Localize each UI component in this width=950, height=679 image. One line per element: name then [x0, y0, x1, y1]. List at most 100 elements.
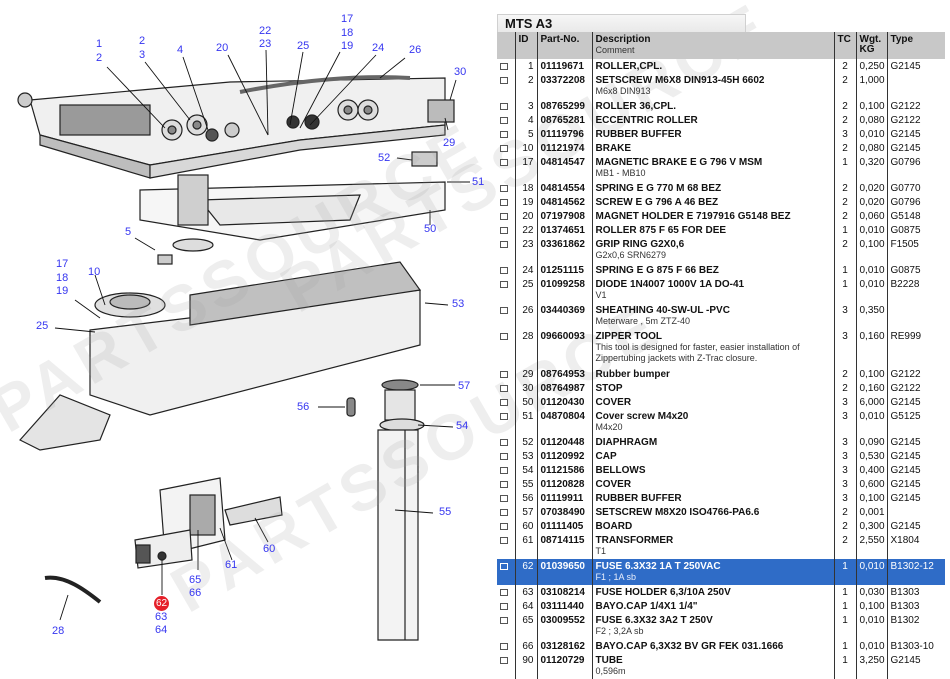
table-row[interactable]: 64 03111440 BAYO.CAP 1/4X1 1/4" 1 0,100 …: [497, 599, 945, 613]
callout-61[interactable]: 61: [225, 559, 238, 571]
row-checkbox[interactable]: [500, 371, 508, 379]
row-checkbox[interactable]: [500, 413, 508, 421]
table-row[interactable]: 66 03128162 BAYO.CAP 6,3X32 BV GR FEK 03…: [497, 639, 945, 653]
table-row-selected[interactable]: 62 01039650 FUSE 6.3X32 1A T 250VAC F1 ;…: [497, 559, 945, 585]
row-checkbox[interactable]: [500, 213, 508, 221]
row-checkbox[interactable]: [500, 643, 508, 651]
row-checkbox[interactable]: [500, 657, 508, 665]
table-row[interactable]: 55 01120828 COVER 3 0,600 G2145: [497, 477, 945, 491]
table-row[interactable]: 29 08764953 Rubber bumper 2 0,100 G2122: [497, 367, 945, 381]
row-checkbox[interactable]: [500, 481, 508, 489]
row-checkbox[interactable]: [500, 509, 508, 517]
table-row[interactable]: 30 08764987 STOP 2 0,160 G2122: [497, 381, 945, 395]
row-checkbox[interactable]: [500, 145, 508, 153]
col-header-weight[interactable]: Wgt. KG: [855, 32, 887, 59]
table-row[interactable]: 20 07197908 MAGNET HOLDER E 7197916 G514…: [497, 209, 945, 223]
row-checkbox[interactable]: [500, 495, 508, 503]
callout-18[interactable]: 18: [341, 27, 354, 39]
callout-17[interactable]: 17: [341, 13, 354, 25]
table-row[interactable]: 65 03009552 FUSE 6.3X32 3A2 T 250V F2 ; …: [497, 613, 945, 639]
callout-2[interactable]: 2: [96, 52, 103, 64]
callout-64[interactable]: 64: [155, 624, 168, 636]
callout-18[interactable]: 18: [56, 272, 69, 284]
callout-66[interactable]: 66: [189, 587, 202, 599]
callout-17[interactable]: 17: [56, 258, 69, 270]
row-checkbox[interactable]: [500, 467, 508, 475]
col-header-part-no[interactable]: Part-No.: [536, 32, 592, 59]
callout-26[interactable]: 26: [409, 44, 422, 56]
table-row[interactable]: 61 08714115 TRANSFORMER T1 2 2,550 X1804: [497, 533, 945, 559]
callout-25[interactable]: 25: [36, 320, 49, 332]
callout-24[interactable]: 24: [372, 42, 385, 54]
row-checkbox[interactable]: [500, 603, 508, 611]
callout-10[interactable]: 10: [88, 266, 101, 278]
callout-65[interactable]: 65: [189, 574, 202, 586]
callout-30[interactable]: 30: [454, 66, 467, 78]
row-checkbox[interactable]: [500, 589, 508, 597]
callout-52[interactable]: 52: [378, 152, 391, 164]
table-row[interactable]: 4 08765281 ECCENTRIC ROLLER 2 0,080 G212…: [497, 113, 945, 127]
callout-25[interactable]: 25: [297, 40, 310, 52]
col-header-type[interactable]: Type: [886, 32, 945, 59]
table-row[interactable]: 17 04814547 MAGNETIC BRAKE E G 796 V MSM…: [497, 155, 945, 181]
callout-60[interactable]: 60: [263, 543, 276, 555]
row-checkbox[interactable]: [500, 199, 508, 207]
table-row[interactable]: 10 01121974 BRAKE 2 0,080 G2145: [497, 141, 945, 155]
table-row[interactable]: 53 01120992 CAP 3 0,530 G2145: [497, 449, 945, 463]
callout-19[interactable]: 19: [341, 40, 354, 52]
callout-2[interactable]: 2: [139, 35, 146, 47]
row-checkbox[interactable]: [500, 523, 508, 531]
callout-3[interactable]: 3: [139, 49, 146, 61]
table-row[interactable]: 60 01111405 BOARD 2 0,300 G2145: [497, 519, 945, 533]
table-row[interactable]: 3 08765299 ROLLER 36,CPL. 2 0,100 G2122: [497, 99, 945, 113]
callout-55[interactable]: 55: [439, 506, 452, 518]
table-row[interactable]: 51 04870804 Cover screw M4x20 M4x20 3 0,…: [497, 409, 945, 435]
callout-5[interactable]: 5: [125, 226, 132, 238]
table-row[interactable]: 5 01119796 RUBBER BUFFER 3 0,010 G2145: [497, 127, 945, 141]
row-checkbox[interactable]: [500, 267, 508, 275]
callout-20[interactable]: 20: [216, 42, 229, 54]
table-row[interactable]: 23 03361862 GRIP RING G2X0,6 G2x0,6 SRN6…: [497, 237, 945, 263]
row-checkbox[interactable]: [500, 563, 508, 571]
callout-1[interactable]: 1: [96, 38, 103, 50]
table-row[interactable]: 90 01120729 TUBE 0,596m 1 3,250 G2145: [497, 653, 945, 679]
table-row[interactable]: 52 01120448 DIAPHRAGM 3 0,090 G2145: [497, 435, 945, 449]
row-checkbox[interactable]: [500, 399, 508, 407]
row-checkbox[interactable]: [500, 77, 508, 85]
table-row[interactable]: 63 03108214 FUSE HOLDER 6,3/10A 250V 1 0…: [497, 585, 945, 599]
row-checkbox[interactable]: [500, 159, 508, 167]
table-row[interactable]: 57 07038490 SETSCREW M8X20 ISO4766-PA6.6…: [497, 505, 945, 519]
row-checkbox[interactable]: [500, 439, 508, 447]
row-checkbox[interactable]: [500, 453, 508, 461]
table-row[interactable]: 26 03440369 SHEATHING 40-SW-UL -PVC Mete…: [497, 303, 945, 329]
row-checkbox[interactable]: [500, 333, 508, 341]
table-row[interactable]: 18 04814554 SPRING E G 770 M 68 BEZ 2 0,…: [497, 181, 945, 195]
callout-22[interactable]: 22: [259, 25, 272, 37]
table-row[interactable]: 54 01121586 BELLOWS 3 0,400 G2145: [497, 463, 945, 477]
callout-63[interactable]: 63: [155, 611, 168, 623]
table-row[interactable]: 56 01119911 RUBBER BUFFER 3 0,100 G2145: [497, 491, 945, 505]
table-row[interactable]: 50 01120430 COVER 3 6,000 G2145: [497, 395, 945, 409]
row-checkbox[interactable]: [500, 63, 508, 71]
callout-53[interactable]: 53: [452, 298, 465, 310]
callout-28[interactable]: 28: [52, 625, 65, 637]
col-header-id[interactable]: ID: [514, 32, 537, 59]
callout-54[interactable]: 54: [456, 420, 469, 432]
table-row[interactable]: 22 01374651 ROLLER 875 F 65 FOR DEE 1 0,…: [497, 223, 945, 237]
row-checkbox[interactable]: [500, 227, 508, 235]
callout-23[interactable]: 23: [259, 38, 272, 50]
row-checkbox[interactable]: [500, 117, 508, 125]
row-checkbox[interactable]: [500, 185, 508, 193]
callout-56[interactable]: 56: [297, 401, 310, 413]
callout-4[interactable]: 4: [177, 44, 184, 56]
row-checkbox[interactable]: [500, 103, 508, 111]
callout-19[interactable]: 19: [56, 285, 69, 297]
table-row[interactable]: 1 01119671 ROLLER,CPL. 2 0,250 G2145: [497, 59, 945, 73]
callout-50[interactable]: 50: [424, 223, 437, 235]
callout-62-selected[interactable]: 62: [154, 596, 169, 611]
row-checkbox[interactable]: [500, 617, 508, 625]
table-row[interactable]: 24 01251115 SPRING E G 875 F 66 BEZ 1 0,…: [497, 263, 945, 277]
row-checkbox[interactable]: [500, 307, 508, 315]
row-checkbox[interactable]: [500, 241, 508, 249]
col-header-description[interactable]: Description Comment: [591, 32, 834, 59]
